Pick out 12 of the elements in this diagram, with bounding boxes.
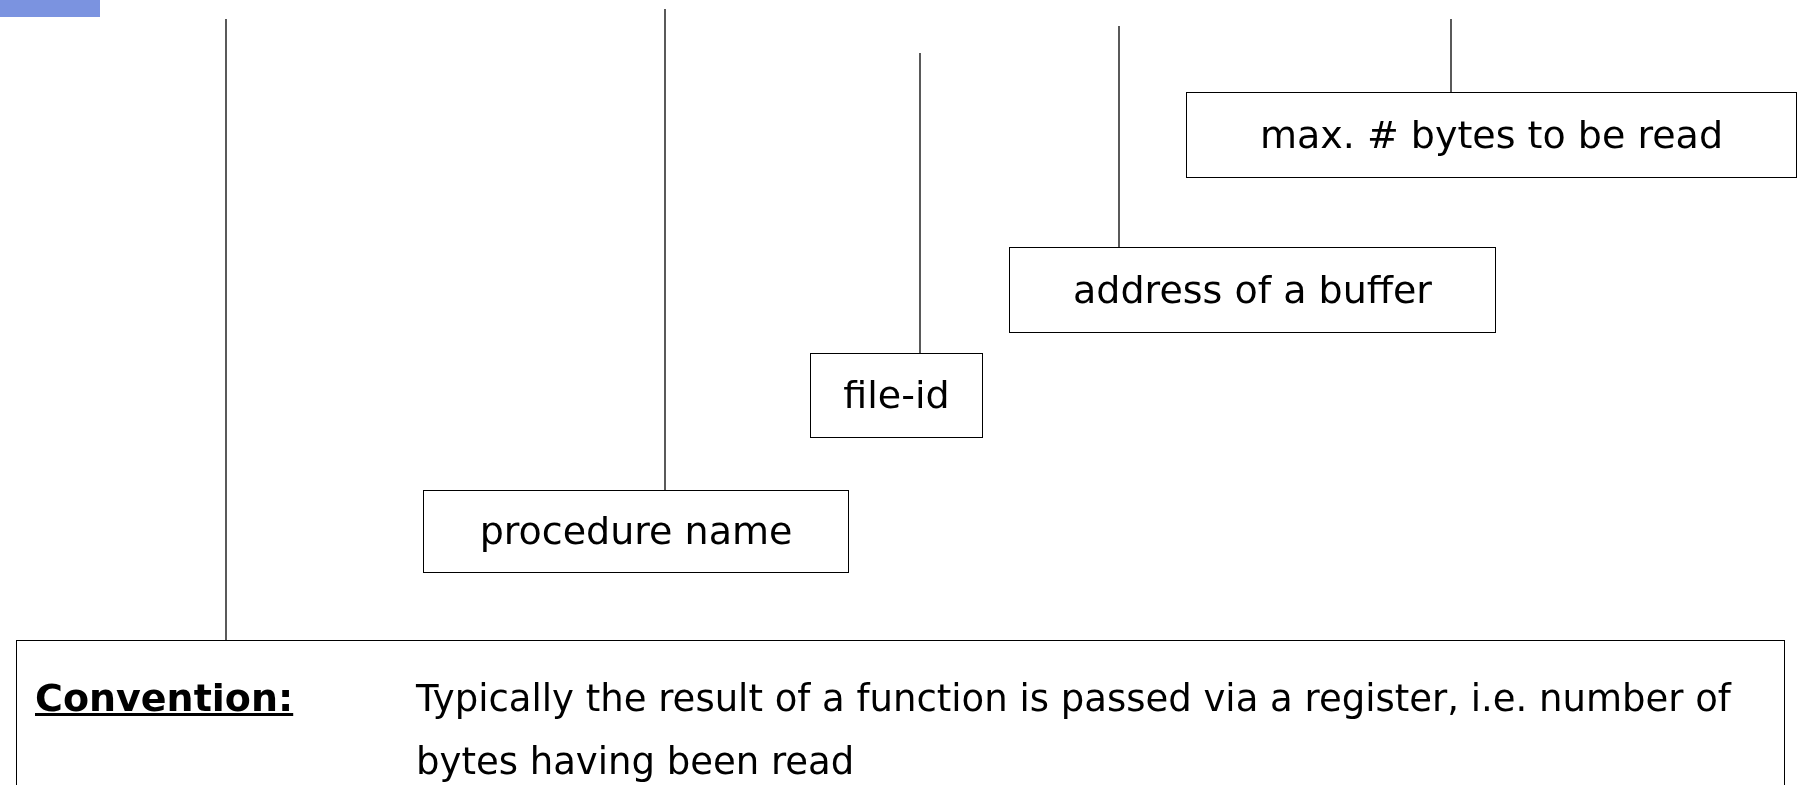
- leader-line: [919, 52, 921, 354]
- leader-line: [1118, 25, 1120, 248]
- label-box: max. # bytes to be read: [1186, 92, 1797, 178]
- label-box: file-id: [810, 353, 983, 438]
- label-box: procedure name: [423, 490, 849, 573]
- note-box: [16, 640, 1785, 785]
- note-text: Typically the result of a function is passed via a register, i.e. number of bytes having been read: [416, 676, 1733, 785]
- label-box: address of a buffer: [1009, 247, 1496, 333]
- leader-line: [664, 8, 666, 491]
- leader-line: [1450, 18, 1452, 93]
- leader-line: [225, 18, 227, 641]
- note-heading: Convention:: [35, 675, 294, 722]
